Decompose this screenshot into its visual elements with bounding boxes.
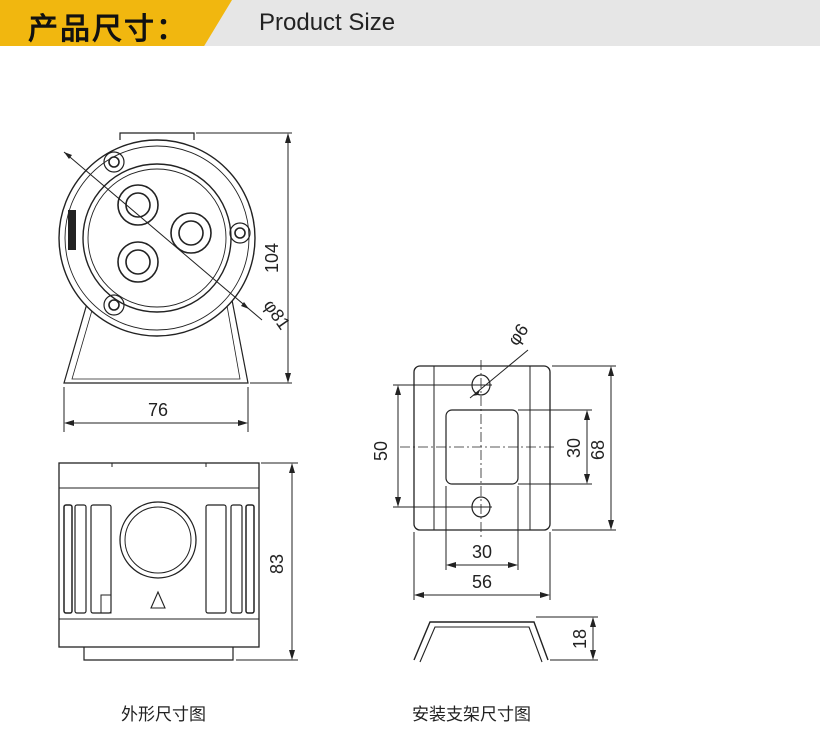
camera-dim-width: 76: [148, 400, 168, 420]
header-title-en: Product Size: [259, 9, 396, 36]
header-bar: 产品尺寸： Product Size: [0, 0, 820, 46]
camera-dim-side-height: 83: [267, 554, 287, 574]
bracket-caption: 安装支架尺寸图: [412, 705, 531, 725]
bracket-dim-height: 68: [588, 440, 608, 460]
bracket-dim-width: 56: [472, 572, 492, 592]
bracket-dim-hole-spacing: 50: [371, 441, 391, 461]
camera-front-view: [58, 132, 292, 432]
camera-caption: 外形尺寸图: [121, 705, 206, 725]
camera-dim-height: 104: [262, 243, 282, 273]
bracket-side-view: [413, 616, 598, 663]
bracket-dim-hole: φ6: [504, 320, 533, 349]
bracket-dim-depth: 18: [570, 629, 590, 649]
header-title-cn: 产品尺寸：: [28, 12, 188, 47]
bracket-dim-window-height: 30: [564, 438, 584, 458]
bracket-top-view: [393, 349, 616, 600]
header-title-cn-block: 产品尺寸：: [0, 0, 232, 46]
bracket-dim-window-width: 30: [472, 542, 492, 562]
camera-side-view: [58, 462, 298, 661]
camera-dim-diameter: φ81: [260, 296, 295, 333]
